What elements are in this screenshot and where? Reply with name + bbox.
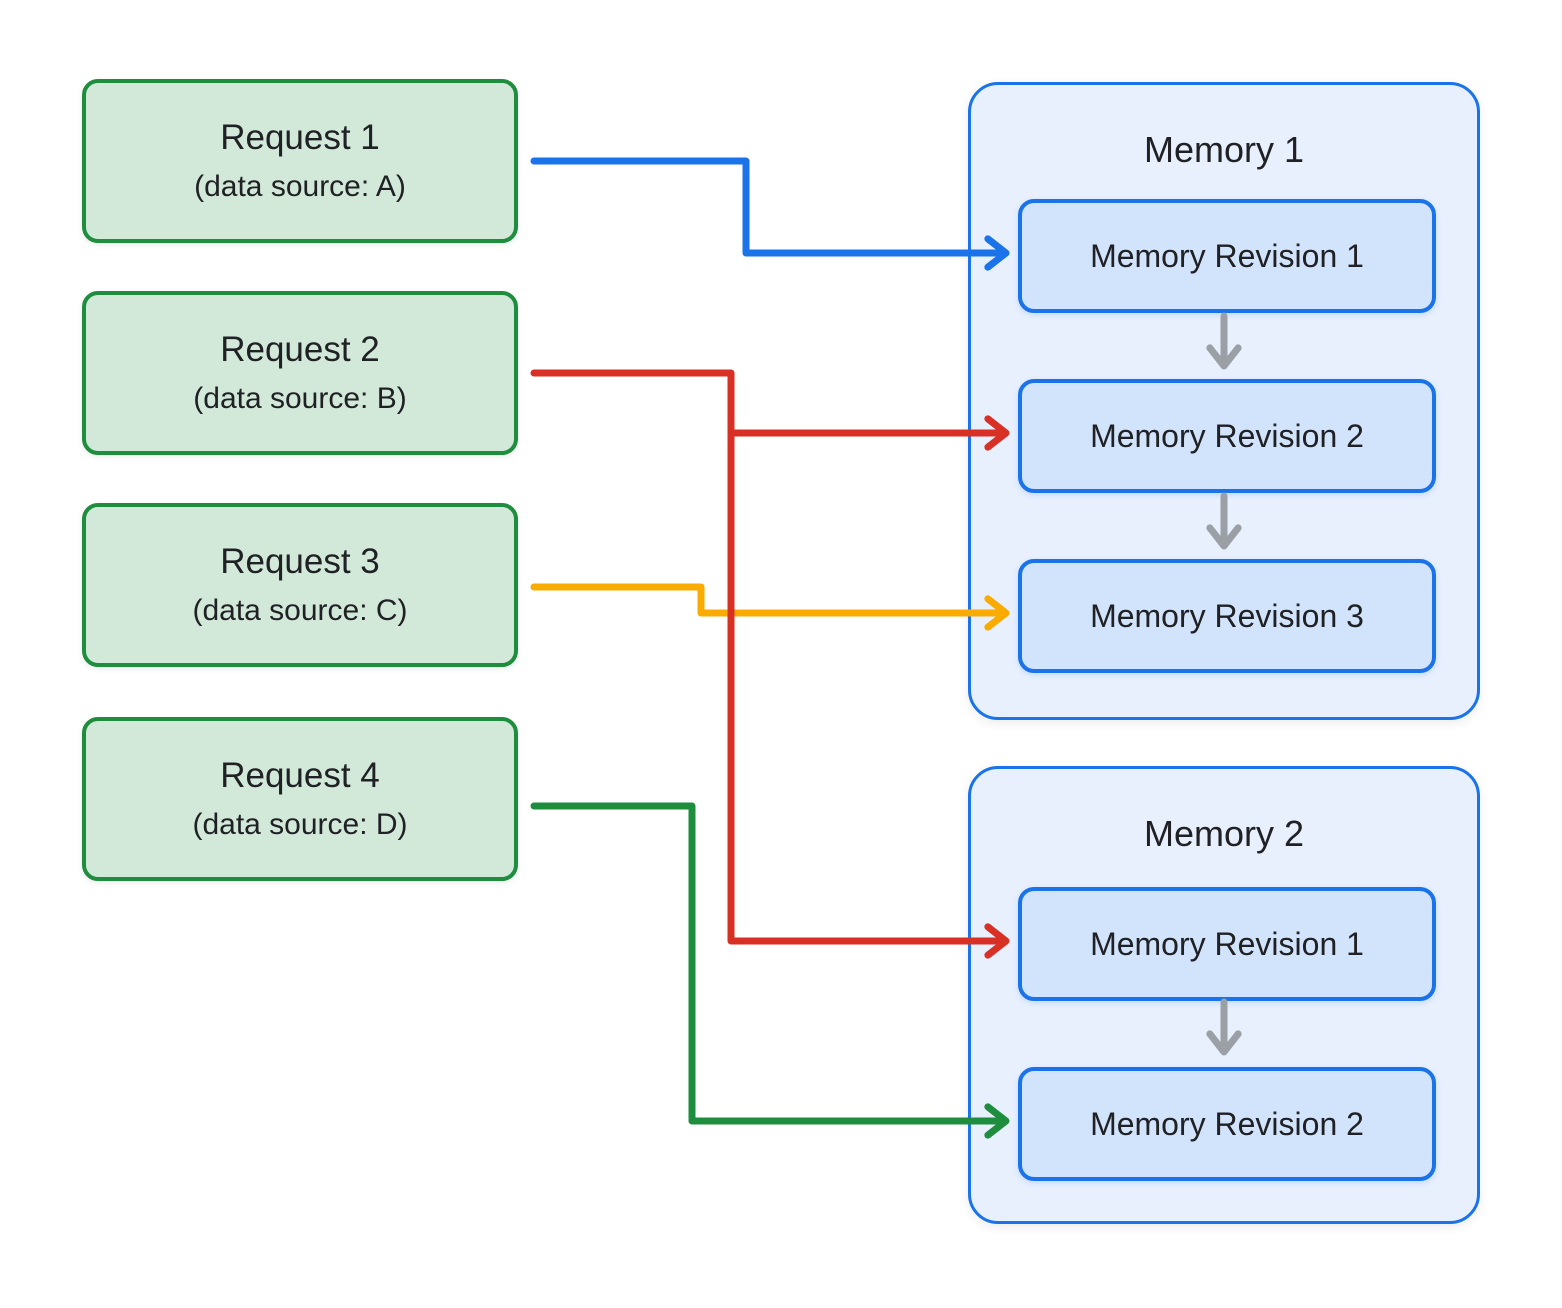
request-1-title: Request 1 [220,117,380,157]
memory-1-revision-1-label: Memory Revision 1 [1090,237,1364,274]
request-2-title: Request 2 [220,329,380,369]
request-2-box: Request 2 (data source: B) [82,291,518,455]
request-3-box: Request 3 (data source: C) [82,503,518,667]
memory-1-revision-1-box: Memory Revision 1 [1018,199,1436,313]
connector-request-1-to-memory-1-revision-1 [530,157,1010,271]
memory-2-revision-2-box: Memory Revision 2 [1018,1067,1436,1181]
request-3-title: Request 3 [220,541,380,581]
memory-1-revision-3-box: Memory Revision 3 [1018,559,1436,673]
connector-request-2-to-memory-1-revision-2 [530,369,1010,451]
request-1-box: Request 1 (data source: A) [82,79,518,243]
request-3-subtitle: (data source: C) [192,593,408,627]
connector-request-2-to-memory-2-revision-1 [727,429,1010,959]
request-2-subtitle: (data source: B) [193,381,407,415]
memory-1-title: Memory 1 [1143,129,1305,170]
request-4-subtitle: (data source: D) [192,807,408,841]
memory-1-revision-3-label: Memory Revision 3 [1090,597,1364,634]
memory-2-title: Memory 2 [1143,813,1305,854]
memory-2-container: Memory 2 Memory Revision 1 Memory Revisi… [968,766,1480,1224]
memory-2-revision-2-label: Memory Revision 2 [1090,1105,1364,1142]
request-4-title: Request 4 [220,755,380,795]
request-4-box: Request 4 (data source: D) [82,717,518,881]
connector-request-4-to-memory-2-revision-2 [530,802,1010,1139]
connector-request-3-to-memory-1-revision-3 [530,583,1010,631]
memory-1-revision-2-box: Memory Revision 2 [1018,379,1436,493]
memory-2-revision-1-label: Memory Revision 1 [1090,925,1364,962]
memory-1-revision-2-label: Memory Revision 2 [1090,417,1364,454]
request-1-subtitle: (data source: A) [194,169,406,203]
memory-2-revision-1-box: Memory Revision 1 [1018,887,1436,1001]
memory-1-container: Memory 1 Memory Revision 1 Memory Revisi… [968,82,1480,720]
